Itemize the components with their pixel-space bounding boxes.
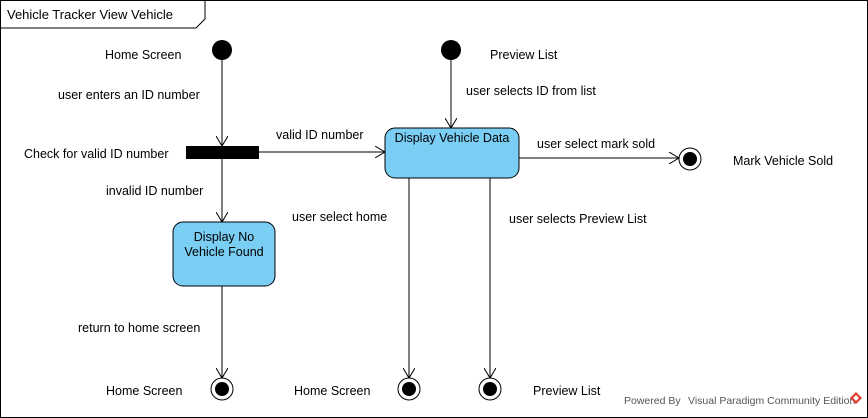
final-mark-sold-label: Mark Vehicle Sold (733, 154, 833, 168)
frame-title: Vehicle Tracker View Vehicle (7, 7, 173, 22)
edge-select-home-label: user select home (292, 210, 387, 224)
final-node-preview-core (483, 382, 497, 396)
final-home-1-label: Home Screen (106, 384, 182, 398)
final-home-2-label: Home Screen (294, 384, 370, 398)
edge-valid-id-label: valid ID number (276, 128, 364, 142)
initial-home-label: Home Screen (105, 48, 181, 62)
initial-preview-label: Preview List (490, 48, 558, 62)
final-node-mark-sold-core (683, 152, 697, 166)
edge-select-preview-label: user selects Preview List (509, 212, 647, 226)
state-display-vehicle-data (384, 127, 520, 179)
final-node-home-1-core (215, 382, 229, 396)
visual-paradigm-logo-icon (850, 392, 862, 404)
frame-title-tab (0, 0, 206, 29)
state-display-vehicle-data-label: Display Vehicle Data (395, 131, 510, 145)
initial-node-preview (441, 40, 461, 60)
footer-powered-by: Powered By (624, 395, 681, 407)
edge-return-home-label: return to home screen (78, 321, 200, 335)
state-display-no-vehicle-line1: Display No (194, 230, 254, 244)
final-node-home-2-core (402, 382, 416, 396)
footer-product: Visual Paradigm Community Edition (688, 395, 855, 407)
state-display-no-vehicle (172, 221, 276, 287)
final-preview-label: Preview List (533, 384, 601, 398)
state-display-no-vehicle-line2: Vehicle Found (184, 245, 263, 259)
fork-bar (186, 146, 259, 159)
initial-node-home (212, 40, 232, 60)
edge-enter-id-label: user enters an ID number (58, 88, 200, 102)
edge-select-from-list-label: user selects ID from list (466, 84, 596, 98)
fork-label: Check for valid ID number (24, 147, 169, 161)
edge-invalid-id-label: invalid ID number (106, 184, 203, 198)
edge-mark-sold-label: user select mark sold (537, 137, 655, 151)
